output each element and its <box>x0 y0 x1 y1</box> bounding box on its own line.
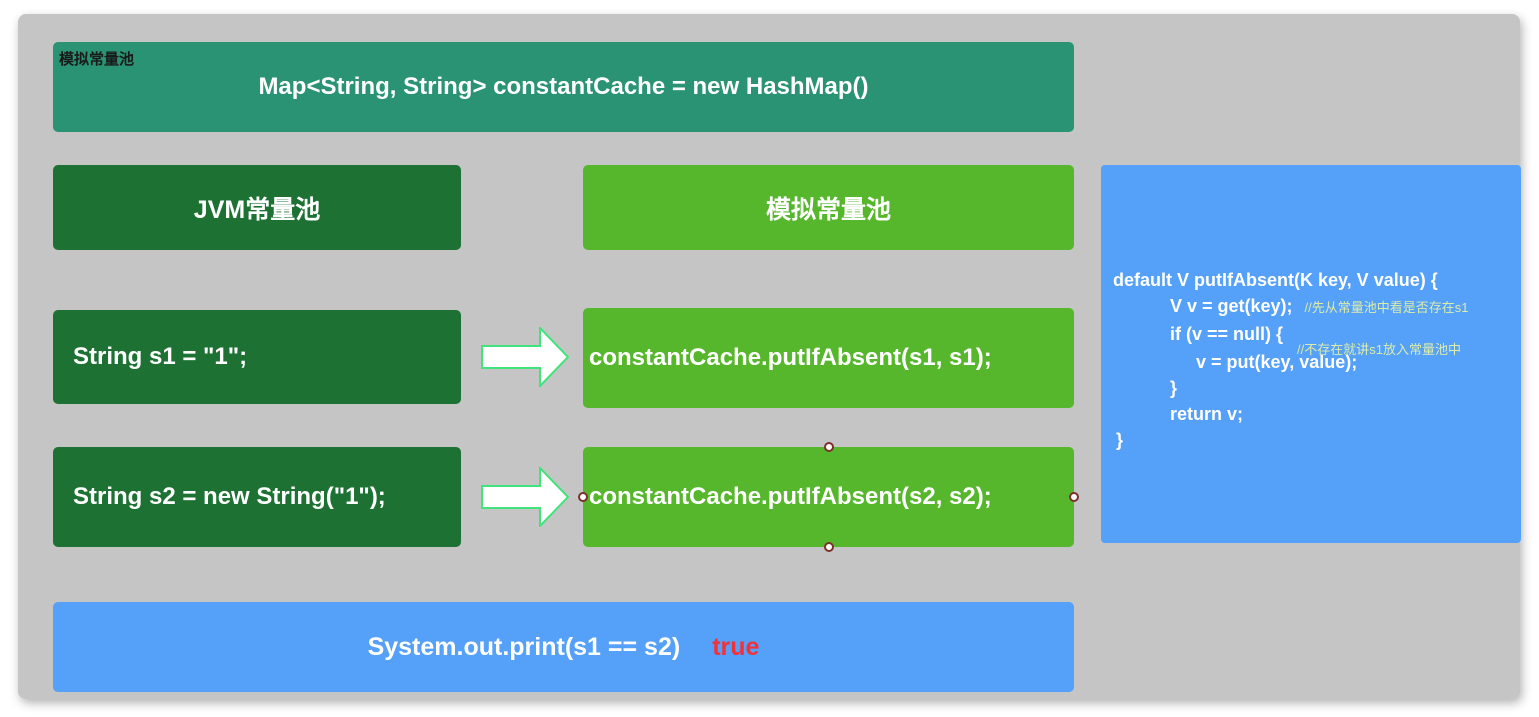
result-statement: System.out.print(s1 == s2) <box>367 632 681 661</box>
result-value: true <box>712 632 760 661</box>
code-line-6: return v; <box>1170 404 1244 424</box>
code-line-4: v = put(key, value); <box>1196 352 1358 372</box>
code-line-1: default V putIfAbsent(K key, V value) { <box>1113 270 1438 290</box>
result-box[interactable]: System.out.print(s1 == s2) true <box>53 602 1074 692</box>
diagram-canvas: 模拟常量池 Map<String, String> constantCache … <box>18 14 1521 699</box>
code-line-7: } <box>1116 430 1124 450</box>
constant-cache-banner[interactable]: 模拟常量池 Map<String, String> constantCache … <box>53 42 1074 132</box>
code-line-3: if (v == null) {//不存在就讲s1放入常量池中 <box>1170 324 1461 357</box>
banner-code-text: Map<String, String> constantCache = new … <box>258 73 869 100</box>
sim-pool-header-label: 模拟常量池 <box>765 195 891 224</box>
code-line-5: } <box>1170 378 1178 398</box>
statement-s2-label: String s2 = new String("1"); <box>73 483 386 510</box>
put-s1-label: constantCache.putIfAbsent(s1, s1); <box>589 344 992 371</box>
put-s2-label: constantCache.putIfAbsent(s2, s2); <box>589 483 992 510</box>
code-line-2: V v = get(key);//先从常量池中看是否存在s1 <box>1170 296 1469 316</box>
selection-handle-right[interactable] <box>1069 492 1079 502</box>
statement-box-s1[interactable]: String s1 = "1"; <box>53 310 461 404</box>
selection-handle-top[interactable] <box>823 442 834 452</box>
code-comment-1: //先从常量池中看是否存在s1 <box>1304 300 1469 315</box>
code-comment-2: //不存在就讲s1放入常量池中 <box>1297 342 1461 357</box>
put-box-s1[interactable]: constantCache.putIfAbsent(s1, s1); <box>583 308 1074 408</box>
sim-pool-header[interactable]: 模拟常量池 <box>583 165 1074 250</box>
arrow-right-icon[interactable] <box>481 327 569 387</box>
banner-label: 模拟常量池 <box>59 51 135 68</box>
jvm-pool-header-label: JVM常量池 <box>193 195 321 224</box>
selection-handle-left[interactable] <box>578 492 588 502</box>
put-box-s2-selected[interactable]: constantCache.putIfAbsent(s2, s2); <box>578 442 1079 552</box>
statement-s1-label: String s1 = "1"; <box>73 343 248 370</box>
arrow-right-icon[interactable] <box>481 467 569 527</box>
selection-handle-bottom[interactable] <box>823 542 834 552</box>
putifabsent-code: default V putIfAbsent(K key, V value) { … <box>1113 267 1513 453</box>
putifabsent-code-box[interactable]: default V putIfAbsent(K key, V value) { … <box>1101 165 1521 543</box>
statement-box-s2[interactable]: String s2 = new String("1"); <box>53 447 461 547</box>
jvm-pool-header[interactable]: JVM常量池 <box>53 165 461 250</box>
